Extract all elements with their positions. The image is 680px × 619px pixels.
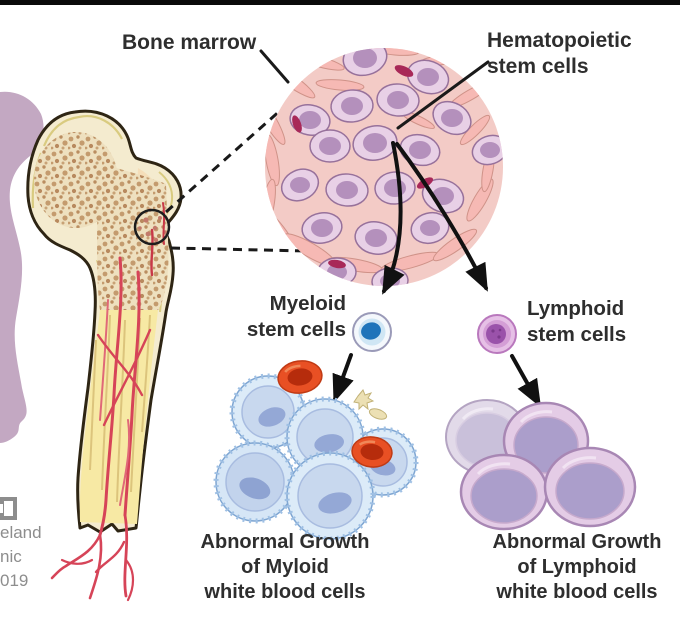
- myeloid-stem-cell: [352, 312, 392, 352]
- lymphoid-stem-cell: [477, 314, 517, 354]
- red-blood-cell: [277, 360, 393, 468]
- magnified-area-circle: [133, 208, 171, 246]
- arrow-myeloid-to-cluster: [332, 353, 354, 403]
- purple-tissue-silhouette: [0, 91, 44, 443]
- spongy-bone-region: [34, 132, 169, 310]
- myeloid-cell-cluster: [213, 360, 419, 542]
- hematopoietic-label: Hematopoietic stem cells: [487, 29, 632, 78]
- bone-marrow-label-text: Bone marrow: [122, 31, 257, 54]
- cleveland-clinic-logo: [0, 497, 17, 520]
- hematopoietic-pointer-line: [396, 60, 490, 130]
- arrow-lymphoid-to-cluster: [510, 354, 542, 408]
- top-border-bar: [0, 0, 680, 5]
- arrow-to-lymphoid: [395, 142, 488, 292]
- differentiation-arrows: [332, 141, 542, 408]
- watermark-credit: eland nic 019: [0, 523, 42, 590]
- lymphoid-cell-cluster: [445, 399, 637, 531]
- lymphoid-abnormal-caption: Abnormal Growth of Lymphoid white blood …: [492, 531, 662, 603]
- magnification-dashed-lines: [165, 90, 308, 253]
- bone-marrow-pointer-line: [259, 49, 290, 84]
- myeloid-stem-label: Myeloid stem cells: [246, 292, 346, 341]
- blue-white-blood-cells: [213, 373, 419, 542]
- arrow-to-myeloid: [382, 141, 405, 295]
- femur-bone-illustration: [26, 109, 183, 602]
- platelets: [353, 389, 388, 420]
- bone-marrow-label: Bone marrow: [122, 30, 256, 56]
- lymphoid-stem-label: Lymphoid stem cells: [527, 297, 627, 346]
- myeloid-abnormal-caption: Abnormal Growth of Myloid white blood ce…: [200, 531, 370, 603]
